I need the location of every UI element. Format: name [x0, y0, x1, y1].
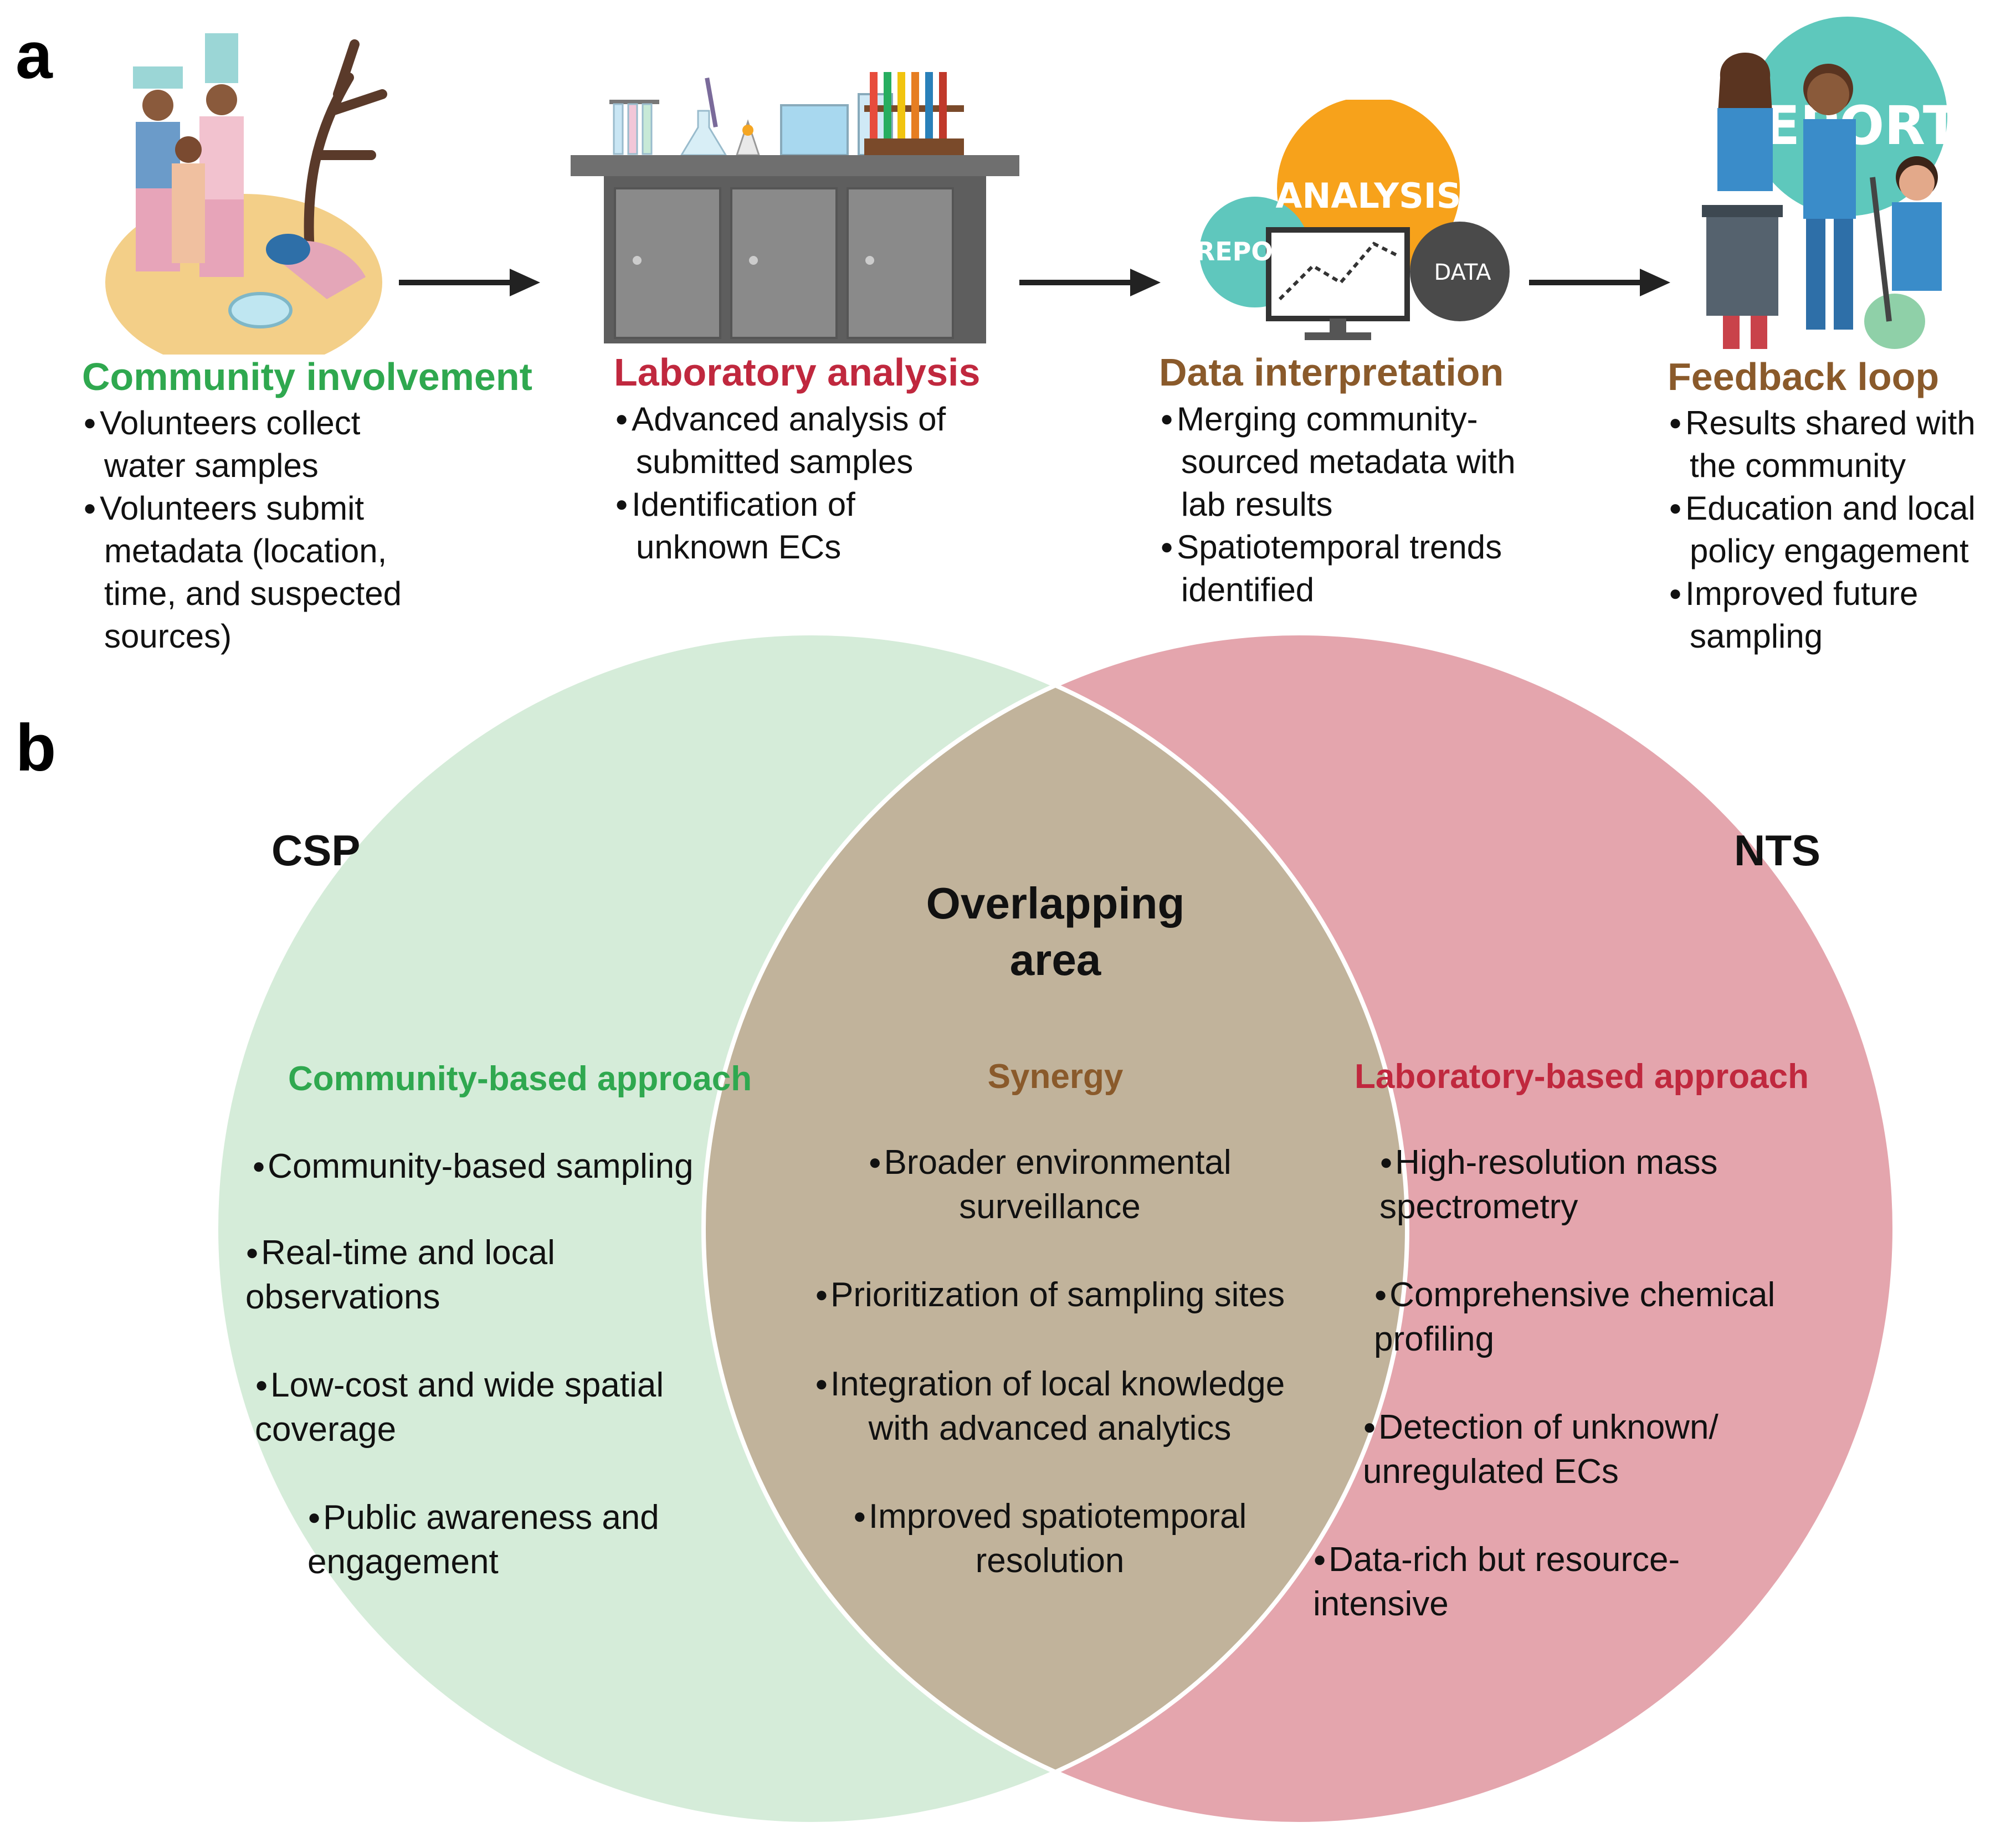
list-item: Detection of unknown/ unregulated ECs [1363, 1405, 1773, 1494]
step-bullets-feedback: Results shared with the community Educat… [1669, 402, 2012, 658]
overlap-title: Overlapping area [926, 879, 1185, 984]
list-item: Integration of local knowledge with adva… [787, 1362, 1313, 1451]
right-bullets: High-resolution mass spectrometry Compre… [1313, 1140, 1873, 1670]
step-bullets-laboratory: Advanced analysis of submitted samples I… [615, 398, 992, 568]
step-title-feedback: Feedback loop [1668, 355, 1940, 398]
list-item: Merging community-sourced metadata with … [1160, 398, 1526, 526]
list-item: Education and local policy engagement [1669, 487, 2012, 572]
list-item: Broader environmental surveillance [834, 1140, 1266, 1229]
report-banner-text: EPORT [1764, 95, 1959, 157]
venn-right-label: NTS [1734, 826, 1820, 875]
step-bullets-community: Volunteers collect water samples Volunte… [83, 402, 438, 658]
list-item: Identification of unknown ECs [615, 483, 992, 568]
right-heading: Laboratory-based approach [1355, 1058, 1809, 1096]
center-heading: Synergy [987, 1058, 1124, 1096]
arrow-3-icon [1529, 269, 1670, 296]
arrow-1-icon [399, 269, 540, 296]
list-item: Improved spatiotemporal resolution [834, 1494, 1266, 1583]
laboratory-illustration [571, 72, 1019, 343]
list-item: Low-cost and wide spatial coverage [255, 1363, 731, 1452]
step-title-community: Community involvement [82, 355, 532, 398]
volunteers-illustration: EPORT [1702, 17, 1959, 349]
list-item: Improved future sampling [1669, 572, 2012, 658]
step-bullets-data: Merging community-sourced metadata with … [1160, 398, 1526, 611]
list-item: Results shared with the community [1669, 402, 2012, 487]
list-item: High-resolution mass spectrometry [1379, 1140, 1800, 1229]
data-analysis-illustration: ANALYSIS REPORT DATA [1196, 100, 1510, 340]
panel-label-b: b [16, 711, 57, 785]
list-item: Volunteers collect water samples [83, 402, 438, 487]
list-item: Prioritization of sampling sites [787, 1272, 1313, 1317]
list-item: Advanced analysis of submitted samples [615, 398, 992, 483]
step-title-data: Data interpretation [1159, 351, 1504, 394]
venn-left-label: CSP [271, 826, 361, 875]
list-item: Public awareness and engagement [307, 1495, 740, 1584]
list-item: Comprehensive chemical profiling [1374, 1272, 1839, 1362]
list-item: Data-rich but resource-intensive [1313, 1537, 1767, 1626]
panel-label-a: a [16, 18, 53, 93]
list-item: Spatiotemporal trends identified [1160, 526, 1526, 611]
report-badge-label: REPORT [1196, 237, 1309, 266]
data-badge-label: DATA [1434, 260, 1491, 285]
center-bullets: Broader environmental surveillance Prior… [787, 1140, 1313, 1626]
list-item: Community-based sampling [252, 1144, 751, 1189]
analysis-badge-label: ANALYSIS [1276, 176, 1461, 216]
left-heading: Community-based approach [288, 1060, 752, 1098]
arrow-2-icon [1019, 269, 1161, 296]
left-bullets: Community-based sampling Real-time and l… [245, 1144, 751, 1628]
step-title-laboratory: Laboratory analysis [614, 351, 981, 394]
list-item: Volunteers submit metadata (location, ti… [83, 487, 438, 658]
list-item: Real-time and local observations [245, 1230, 589, 1320]
community-illustration [105, 33, 387, 355]
